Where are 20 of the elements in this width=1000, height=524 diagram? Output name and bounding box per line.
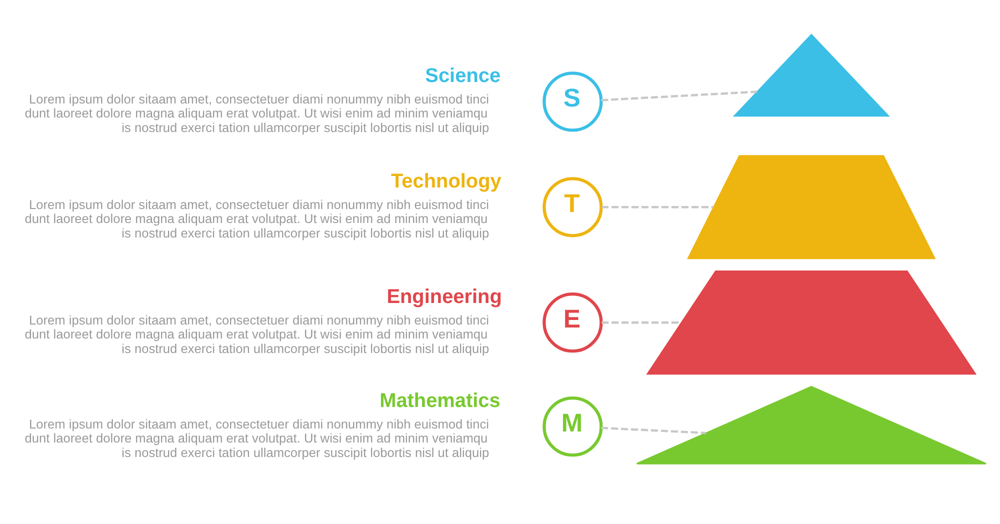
node-label: Lorem ipsum dolor sitaam amet, consectetuer diami nonummy nibh euismod tinci dunt laoreet dolore magna aliquam erat volutpat. Ut wisi enim ad minim veniamqu is nostrud exerci tation ullamcorper suscipit lobortis nisl ut aliquip — [24, 196, 490, 240]
node-circle: E — [542, 292, 603, 353]
node-circle: S — [542, 72, 603, 132]
node-trapezoid — [646, 270, 977, 375]
node-label: Engineering — [386, 286, 502, 308]
node-circle: T — [542, 177, 603, 238]
connector — [601, 426, 706, 434]
node-label: Lorem ipsum dolor sitaam amet, consectetuer diami nonummy nibh euismod tinci dunt laoreet dolore magna aliquam erat volutpat. Ut wisi enim ad minim veniamqu is nostrud exerci tation ullamcorper suscipit lobortis nisl ut aliquip — [24, 312, 490, 356]
node-label: Lorem ipsum dolor sitaam amet, consectetuer diami nonummy nibh euismod tinci dunt laoreet dolore magna aliquam erat volutpat. Ut wisi enim ad minim veniamqu is nostrud exerci tation ullamcorper suscipit lobortis nisl ut aliquip — [24, 416, 490, 460]
node-label: Science — [425, 65, 501, 88]
node-label: Technology — [390, 170, 502, 192]
connector — [602, 321, 682, 324]
node-triangle — [732, 34, 890, 117]
node-trapezoid — [686, 155, 936, 260]
node-label: Lorem ipsum dolor sitaam amet, consectetuer diami nonummy nibh euismod tinci dunt laoreet dolore magna aliquam erat volutpat. Ut wisi enim ad minim veniamqu is nostrud exerci tation ullamcorper suscipit lobortis nisl ut aliquip — [24, 91, 490, 135]
connector — [602, 206, 714, 208]
node-triangle — [636, 386, 987, 464]
connector — [601, 90, 758, 102]
node-circle: M — [542, 396, 603, 457]
node-label: Mathematics — [380, 390, 500, 412]
